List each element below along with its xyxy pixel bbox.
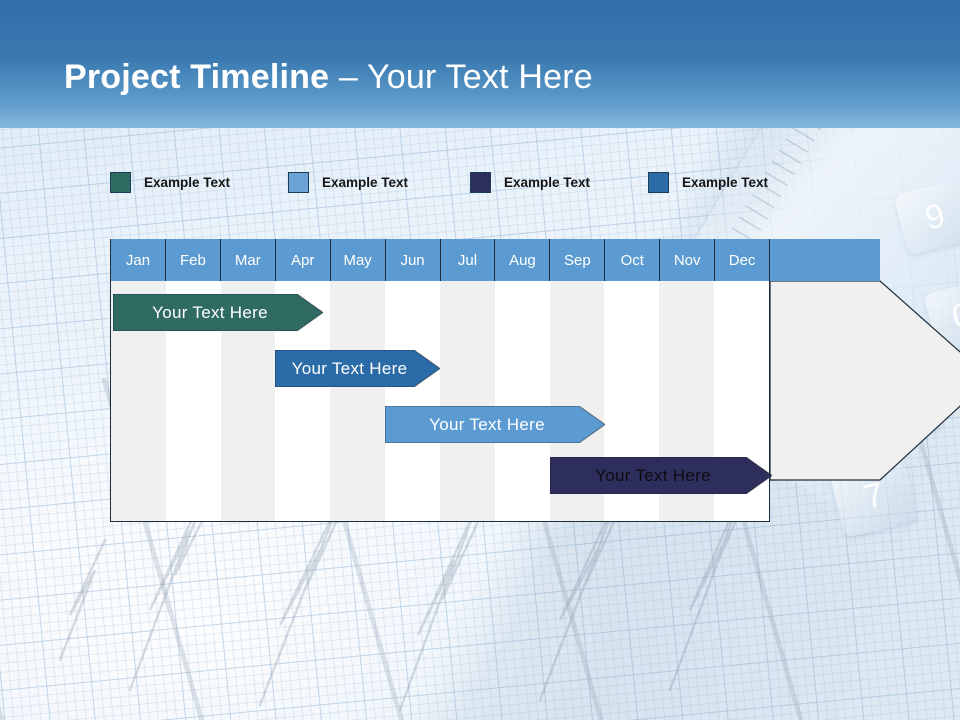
legend-label-1: Example Text [144, 174, 231, 190]
task-bar-label-3: Your Text Here [429, 414, 545, 434]
page-title: Project Timeline – Your Text Here [64, 58, 593, 97]
legend-label-2: Example Text [322, 174, 409, 190]
task-bar-label-2: Your Text Here [291, 358, 408, 378]
legend: Example Text Example Text Example Text Exam… [110, 168, 810, 196]
legend-item-2: Example Text [288, 168, 408, 196]
month-header-feb[interactable]: Feb [165, 239, 221, 281]
month-header-aug[interactable]: Aug [495, 239, 551, 281]
month-header-dec[interactable]: Dec [715, 239, 771, 281]
month-header-apr[interactable]: Apr [275, 239, 331, 281]
task-bar-3[interactable]: Your Text Here [385, 406, 605, 443]
legend-swatch-2 [288, 171, 309, 193]
page-title-bold: Project Timeline [64, 58, 330, 96]
legend-swatch-4 [648, 171, 669, 193]
task-bar-4[interactable]: Your Text Here [550, 457, 772, 494]
legend-label-4: Example Text [682, 174, 769, 190]
month-header-jan[interactable]: Jan [110, 239, 166, 281]
month-header-jul[interactable]: Jul [440, 239, 496, 281]
task-bar-label-4: Your Text Here [595, 465, 711, 485]
legend-item-4: Example Text [648, 168, 768, 196]
timeline-arrow-head [770, 239, 960, 522]
legend-swatch-3 [470, 171, 491, 193]
month-header-may[interactable]: May [330, 239, 386, 281]
task-bar-1[interactable]: Your Text Here [113, 294, 323, 331]
pen-scribble-decoration [58, 453, 767, 712]
page-title-rest: – Your Text Here [329, 58, 593, 96]
task-bar-shape-4 [550, 457, 772, 494]
grid-column-aug [494, 281, 550, 521]
month-header-nov[interactable]: Nov [660, 239, 716, 281]
month-header-oct[interactable]: Oct [605, 239, 661, 281]
task-bar-shape-2 [275, 350, 440, 387]
task-bar-shape-3 [385, 406, 605, 443]
grid-column-may [330, 281, 386, 521]
header-banner: Project Timeline – Your Text Here [0, 0, 960, 128]
task-bar-2[interactable]: Your Text Here [275, 350, 440, 387]
month-header-sep[interactable]: Sep [550, 239, 606, 281]
task-bar-shape-1 [113, 294, 323, 331]
legend-swatch-1 [110, 171, 131, 193]
month-header-jun[interactable]: Jun [385, 239, 441, 281]
legend-label-3: Example Text [504, 174, 591, 190]
legend-item-1: Example Text [110, 168, 230, 196]
task-bar-label-1: Your Text Here [152, 302, 268, 322]
grid-column-jun [385, 281, 440, 521]
month-header-mar[interactable]: Mar [220, 239, 276, 281]
legend-item-3: Example Text [470, 168, 590, 196]
grid-column-jul [439, 281, 495, 521]
